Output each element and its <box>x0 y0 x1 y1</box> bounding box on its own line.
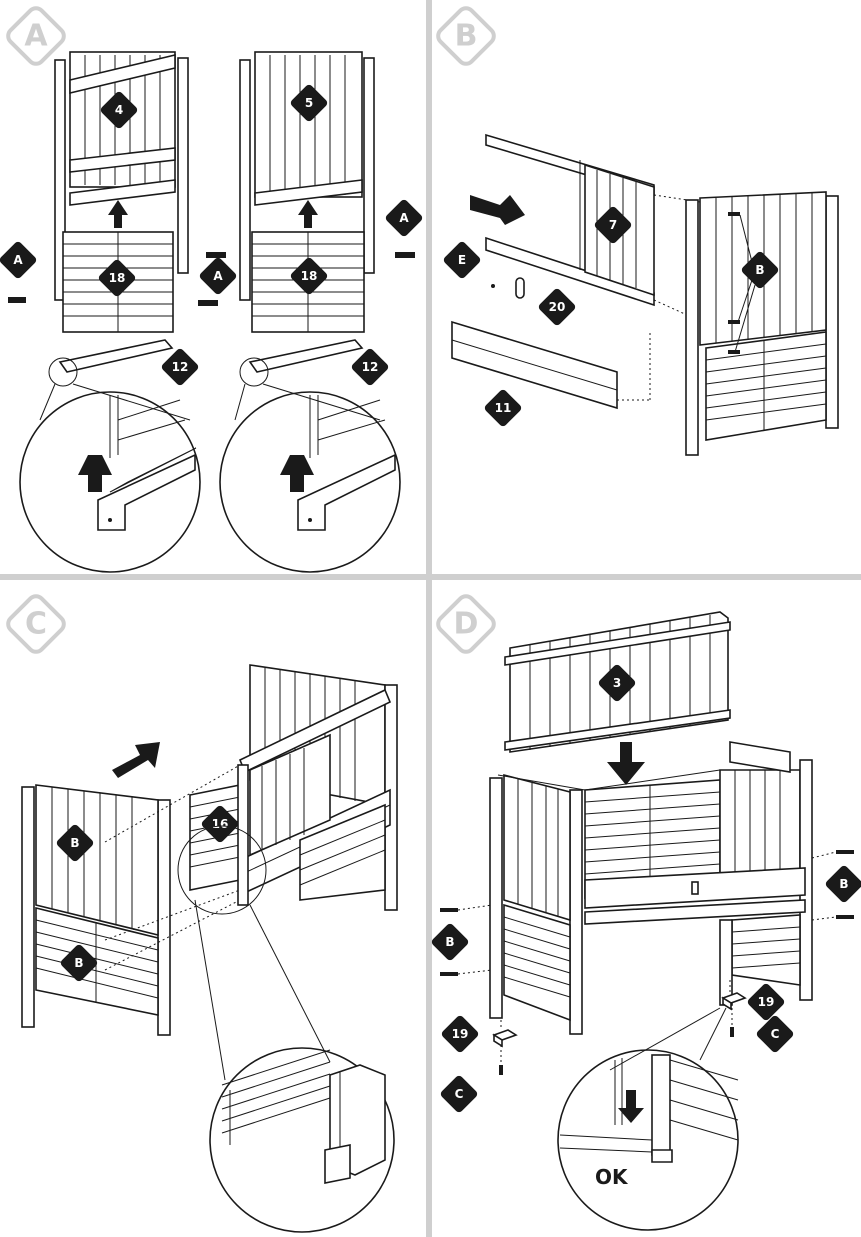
svg-text:11: 11 <box>495 401 512 415</box>
part-11-badge: 11 <box>483 388 523 428</box>
part-16-badge: 16 <box>200 804 240 844</box>
svg-text:3: 3 <box>613 676 621 690</box>
hardware-a-badge-mid: A <box>198 256 238 296</box>
step-c-badge: C <box>2 590 70 658</box>
step-b-badge: B <box>432 2 500 70</box>
dowel-icon <box>206 252 226 258</box>
rail-12-right <box>248 339 364 373</box>
svg-text:7: 7 <box>609 218 617 232</box>
svg-text:B: B <box>445 935 454 949</box>
step-a-label: A <box>24 19 48 54</box>
part-12-badge-right: 12 <box>350 347 390 387</box>
svg-text:5: 5 <box>305 96 313 110</box>
step-c-label: C <box>25 607 47 642</box>
hardware-b-badge-c-lower: B <box>59 943 99 983</box>
hardware-e-badge: E <box>442 240 482 280</box>
svg-text:A: A <box>399 211 409 225</box>
detail-circle-c <box>209 1047 395 1233</box>
arrow-icon <box>607 742 645 785</box>
svg-text:B: B <box>74 956 83 970</box>
dowel-icon <box>8 297 26 303</box>
svg-text:C: C <box>455 1087 464 1101</box>
part-12-badge-left: 12 <box>160 347 200 387</box>
part-19-badge-right: 19 <box>746 982 786 1022</box>
arrow-icon <box>470 195 525 225</box>
hardware-b-badge-c-upper: B <box>55 823 95 863</box>
svg-text:18: 18 <box>109 271 126 285</box>
hardware-a-badge-right: A <box>384 198 424 238</box>
svg-text:A: A <box>13 253 23 267</box>
svg-text:12: 12 <box>362 360 379 374</box>
part-5-badge: 5 <box>289 83 329 123</box>
step-b-label: B <box>455 19 478 54</box>
part-7-badge: 7 <box>593 205 633 245</box>
step-a-badge: A <box>2 2 70 70</box>
svg-text:19: 19 <box>452 1027 469 1041</box>
step-d-badge: D <box>432 590 500 658</box>
svg-text:12: 12 <box>172 360 189 374</box>
svg-text:E: E <box>458 253 466 267</box>
arrow-icon <box>112 742 160 778</box>
hardware-c-badge-left: C <box>439 1074 479 1114</box>
hardware-c-badge-right: C <box>755 1014 795 1054</box>
detail-circle-left <box>19 391 201 573</box>
panel-c-left <box>21 784 171 1036</box>
part-20-badge: 20 <box>537 287 577 327</box>
dowel-icon <box>395 252 415 258</box>
screw-icon <box>730 1027 734 1037</box>
vertical-divider <box>426 0 432 1237</box>
svg-text:18: 18 <box>301 269 318 283</box>
hardware-a-badge-left: A <box>0 240 38 280</box>
step-d-label: D <box>454 607 479 642</box>
hardware-b-badge-d-right: B <box>824 864 861 904</box>
hardware-b-badge: B <box>740 250 780 290</box>
ok-label: OK <box>595 1165 629 1189</box>
svg-text:A: A <box>213 269 223 283</box>
rail-12-left <box>58 339 174 373</box>
step-a-section: A 4 <box>0 2 424 573</box>
assembly-c-right <box>189 664 398 911</box>
svg-text:19: 19 <box>758 995 775 1009</box>
step-d-section: D 3 <box>430 590 861 1231</box>
horizontal-divider <box>0 574 861 580</box>
svg-text:4: 4 <box>115 103 123 117</box>
dowel-icon <box>198 300 218 306</box>
step-b-section: B 7 E 20 11 <box>432 2 839 456</box>
svg-text:20: 20 <box>549 300 566 314</box>
part-18-badge-left: 18 <box>97 258 137 298</box>
hardware-b-badge-d-left: B <box>430 922 470 962</box>
detail-circle-right <box>219 391 401 573</box>
part-3-badge: 3 <box>597 663 637 703</box>
box-assembled <box>489 741 813 1035</box>
svg-text:B: B <box>70 836 79 850</box>
step-c-section: C B B <box>2 590 398 1233</box>
panel-b-assembled <box>685 191 839 456</box>
svg-text:B: B <box>755 263 764 277</box>
arrow-icon <box>618 1090 644 1123</box>
screw-icon <box>499 1065 503 1075</box>
part-4-badge: 4 <box>99 90 139 130</box>
part-19-badge-left: 19 <box>440 1014 480 1054</box>
svg-text:16: 16 <box>212 817 229 831</box>
svg-text:C: C <box>771 1027 780 1041</box>
bracket-icon <box>515 277 525 299</box>
svg-text:B: B <box>839 877 848 891</box>
detail-circle-d <box>557 1049 739 1231</box>
part-18-badge-right: 18 <box>289 256 329 296</box>
